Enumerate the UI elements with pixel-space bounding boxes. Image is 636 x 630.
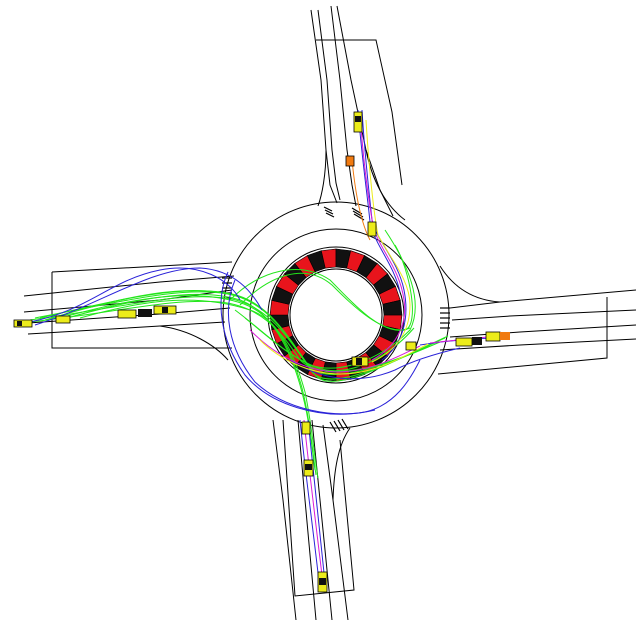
north-left-flare (317, 149, 327, 207)
west-edge-1 (23, 275, 235, 297)
circulating-vehicle (351, 356, 369, 367)
east-edge-2 (451, 309, 636, 321)
south-edge-3 (311, 419, 333, 621)
east-edge-1 (449, 289, 636, 309)
swept-paths (29, 109, 506, 593)
west-vehicle-4 (153, 305, 177, 315)
north-right-flare (365, 149, 406, 221)
north-crosswalk (323, 206, 365, 221)
west-outer-top (51, 261, 233, 273)
north-vehicle-1 (353, 111, 363, 133)
south-edge-2 (297, 419, 317, 621)
south-vehicle-1 (301, 421, 311, 435)
blue-swept-paths (29, 109, 506, 593)
south-flare-right (332, 427, 351, 501)
north-outer-boundary (316, 39, 403, 186)
north-vehicle-2 (345, 155, 355, 167)
north-approach-left-edge-inner (317, 9, 341, 201)
east-outer-boundary (437, 297, 608, 375)
north-approach-right-edge (336, 5, 394, 217)
vehicles (13, 111, 510, 593)
east-flare-top (439, 265, 501, 303)
yellow-swept-paths (259, 119, 429, 375)
west-flare-bottom (159, 325, 229, 361)
east-vehicle-2 (485, 331, 510, 342)
east-edge-3 (449, 324, 636, 338)
north-approach-right-edge-inner (330, 5, 357, 207)
east-vehicle-1 (455, 337, 482, 347)
roundabout-lane-circle (249, 228, 423, 402)
west-edge-4 (27, 321, 226, 335)
east-crosswalk (440, 307, 450, 329)
south-vehicle-3 (317, 571, 328, 593)
central-island (289, 268, 383, 362)
north-vehicle-3 (367, 221, 377, 237)
south-outer-boundary (282, 419, 355, 597)
west-outer-boundary (51, 272, 232, 349)
south-vehicle-2 (303, 459, 314, 477)
apron-segment (382, 299, 403, 316)
east-edge-4 (439, 338, 636, 351)
west-vehicle-3 (117, 309, 152, 319)
magenta-swept-paths (249, 114, 506, 593)
circulating-vehicle-2 (405, 341, 417, 351)
west-vehicle-1 (13, 319, 33, 328)
south-edge-1 (272, 419, 297, 621)
north-approach-left-edge (310, 9, 338, 204)
roundabout-outer-circle (222, 201, 450, 429)
south-crosswalk (329, 418, 349, 433)
west-vehicle-2 (55, 315, 71, 324)
